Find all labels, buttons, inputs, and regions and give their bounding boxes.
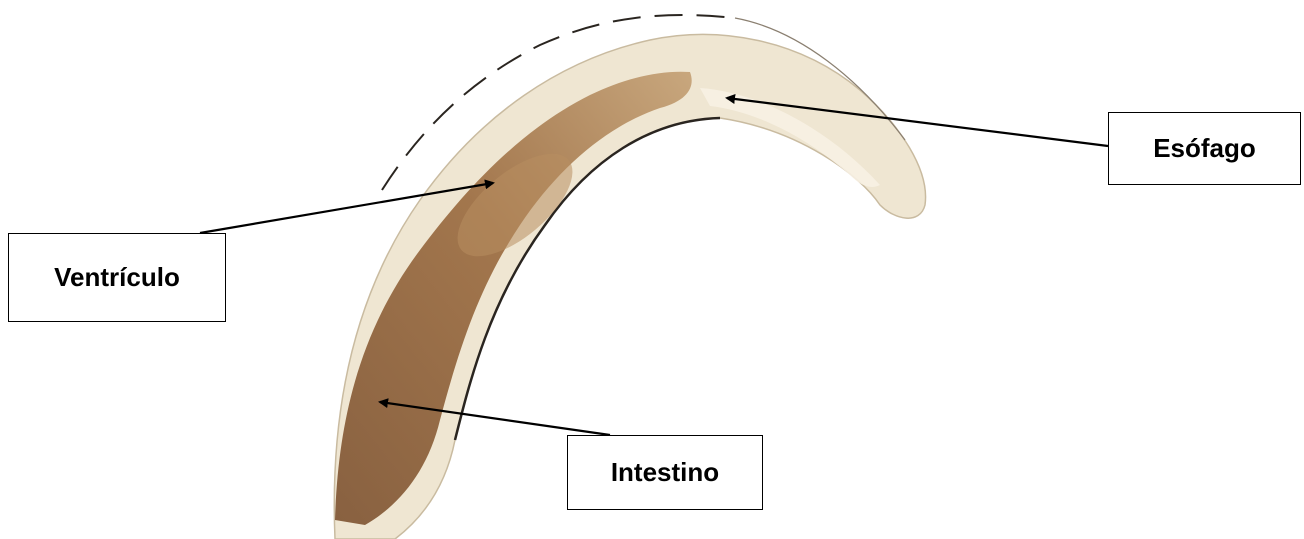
label-ventriculo: Ventrículo — [8, 233, 226, 322]
label-intestino: Intestino — [567, 435, 763, 510]
label-esofago: Esófago — [1108, 112, 1301, 185]
label-ventriculo-text: Ventrículo — [54, 262, 180, 293]
label-esofago-text: Esófago — [1153, 133, 1256, 164]
label-intestino-text: Intestino — [611, 457, 719, 488]
